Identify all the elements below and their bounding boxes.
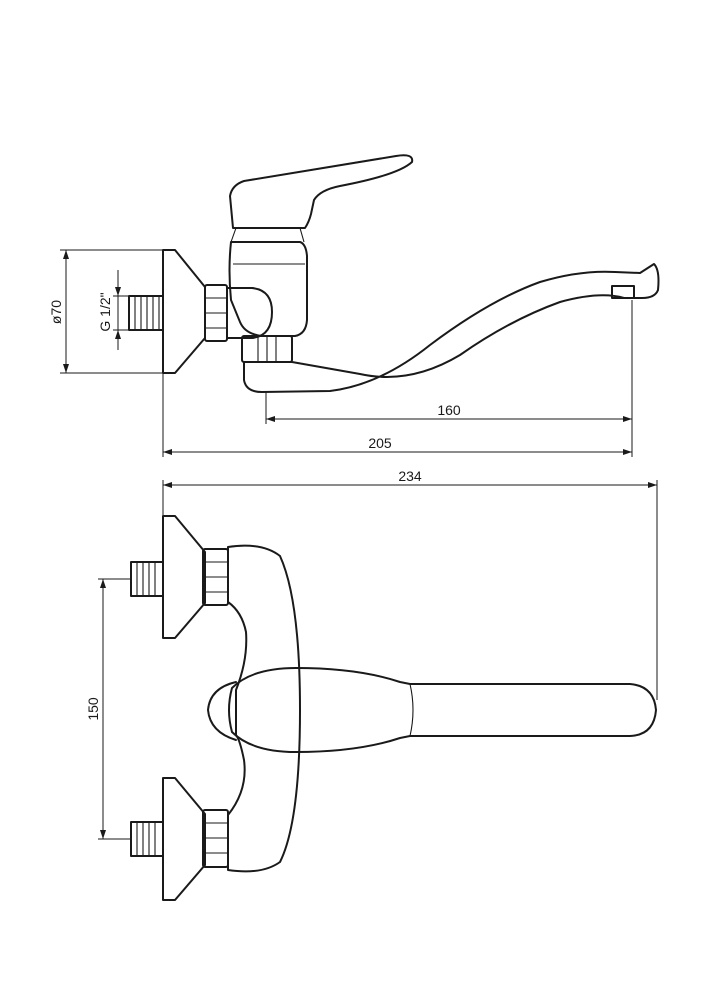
side-lever-handle bbox=[229, 154, 414, 229]
side-mixer-body bbox=[228, 241, 308, 337]
side-lower-nuts bbox=[241, 335, 293, 363]
side-spout bbox=[243, 263, 660, 393]
top-dimension-150: 150 bbox=[85, 578, 131, 840]
side-dimensions: ø70 G 1/2" 160 205 bbox=[48, 249, 633, 457]
side-eccentric bbox=[226, 287, 273, 339]
top-view bbox=[130, 515, 657, 901]
side-hex-nut bbox=[204, 284, 228, 342]
top-mixer-body bbox=[227, 544, 301, 873]
top-escutcheon-lower bbox=[162, 777, 206, 901]
dim-overall-234: 234 bbox=[398, 468, 422, 484]
side-escutcheon bbox=[162, 249, 206, 374]
top-inlet-pipe-upper bbox=[130, 561, 164, 597]
top-lever-spout bbox=[228, 667, 657, 753]
dim-inlet-spacing-150: 150 bbox=[85, 697, 101, 721]
top-inlet-pipe-lower bbox=[130, 821, 164, 857]
dim-overall-205: 205 bbox=[368, 435, 392, 451]
top-cartridge bbox=[207, 681, 237, 741]
dim-diameter-70: ø70 bbox=[48, 300, 64, 324]
dim-thread-g12: G 1/2" bbox=[97, 292, 113, 331]
side-inlet-pipe bbox=[128, 295, 164, 331]
top-dimension-234: 234 bbox=[162, 468, 658, 700]
side-view bbox=[128, 154, 660, 393]
dim-spout-reach-160: 160 bbox=[437, 402, 461, 418]
top-escutcheon-upper bbox=[162, 515, 206, 639]
top-hex-nut-lower bbox=[202, 809, 229, 868]
top-hex-nut-upper bbox=[202, 548, 229, 606]
